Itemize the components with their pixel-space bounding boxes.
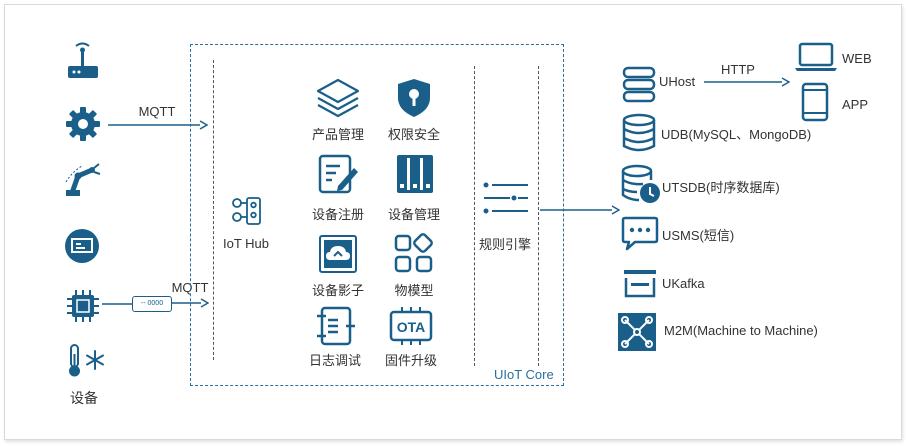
kafka-icon xyxy=(624,270,656,298)
thermometer-snowflake-icon xyxy=(69,344,104,377)
module-label-3: 设备管理 xyxy=(387,207,441,222)
gear-icon xyxy=(66,107,100,141)
service-label-1: UDB(MySQL、MongoDB) xyxy=(661,127,812,142)
mqtt-label-top: MQTT xyxy=(138,104,176,119)
rules-engine-icon xyxy=(483,182,528,214)
screen-icon xyxy=(65,229,99,263)
edit-document-icon xyxy=(318,154,358,194)
rules-divider-right xyxy=(538,66,539,366)
mqtt-bottom-arrow xyxy=(171,298,209,308)
timeseries-db-icon xyxy=(621,164,660,203)
layers-icon xyxy=(316,78,360,118)
diagram-frame xyxy=(4,4,902,440)
http-arrow xyxy=(704,77,790,87)
module-label-1: 权限安全 xyxy=(387,127,441,142)
service-label-5: M2M(Machine to Machine) xyxy=(664,323,818,338)
rules-engine-label: 规则引擎 xyxy=(478,237,532,252)
service-label-2: UTSDB(时序数据库) xyxy=(662,180,780,195)
iot-hub-label: IoT Hub xyxy=(222,236,270,251)
module-label-0: 产品管理 xyxy=(311,127,365,142)
devices-label: 设备 xyxy=(70,390,98,406)
service-label-4: UKafka xyxy=(662,276,705,291)
gateway-text: -- 0000 xyxy=(140,300,164,307)
hub-divider xyxy=(213,60,214,360)
model-blocks-icon xyxy=(394,233,433,273)
host-icon xyxy=(622,66,656,103)
core-title: UIoT Core xyxy=(494,367,554,382)
module-label-4: 设备影子 xyxy=(311,283,365,298)
mqtt-top-arrow xyxy=(108,120,208,130)
module-label-7: 固件升级 xyxy=(384,353,438,368)
http-label: HTTP xyxy=(721,62,755,77)
laptop-icon xyxy=(795,42,837,71)
robot-arm-icon xyxy=(65,163,101,196)
chip-to-gateway-line xyxy=(102,303,132,305)
lock-shield-icon xyxy=(398,79,430,117)
phone-icon xyxy=(801,82,829,122)
rules-divider-left xyxy=(474,66,475,366)
database-icon xyxy=(622,113,656,152)
cloud-shadow-icon xyxy=(319,235,357,273)
gateway-box: -- 0000 xyxy=(132,296,172,312)
m2m-icon xyxy=(618,313,656,351)
module-label-6: 日志调试 xyxy=(308,353,362,368)
service-label-3: USMS(短信) xyxy=(662,228,735,243)
module-label-2: 设备注册 xyxy=(311,207,365,222)
ota-icon: OTA xyxy=(389,307,433,345)
router-icon xyxy=(68,42,98,78)
client-label-web: WEB xyxy=(842,51,872,66)
debug-log-icon xyxy=(317,306,355,346)
service-label-0: UHost xyxy=(659,74,696,89)
core-to-services-arrow xyxy=(540,205,620,215)
server-rack-icon xyxy=(397,155,433,193)
svg-text:OTA: OTA xyxy=(397,319,426,335)
module-label-5: 物模型 xyxy=(394,283,434,298)
uiot-core-container xyxy=(190,44,564,386)
sms-icon xyxy=(621,216,659,251)
chip-icon xyxy=(67,290,99,322)
iot-hub-icon xyxy=(232,197,261,225)
client-label-app: APP xyxy=(842,97,869,112)
